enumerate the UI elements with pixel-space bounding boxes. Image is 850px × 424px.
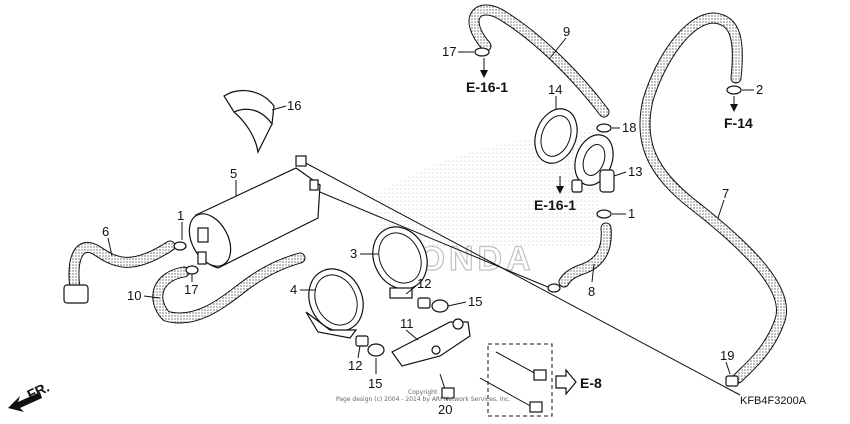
callout-leaders bbox=[107, 37, 754, 401]
clip-17-top bbox=[474, 47, 490, 57]
callout-12-left: 12 bbox=[348, 358, 362, 373]
clips-left bbox=[173, 241, 199, 275]
part-6-hose bbox=[63, 240, 176, 304]
callout-6: 6 bbox=[102, 224, 109, 239]
callout-8: 8 bbox=[588, 284, 595, 299]
callout-10: 10 bbox=[127, 288, 141, 303]
callout-1-right: 1 bbox=[628, 206, 635, 221]
callout-14: 14 bbox=[548, 82, 562, 97]
callout-17-top: 17 bbox=[442, 44, 456, 59]
arrow-e16-mid-head bbox=[556, 186, 564, 194]
callout-15-right: 15 bbox=[468, 294, 482, 309]
callout-7: 7 bbox=[722, 186, 729, 201]
part-11-bracket bbox=[391, 318, 471, 367]
callout-18: 18 bbox=[622, 120, 636, 135]
part-7-hose bbox=[639, 12, 787, 384]
callout-2: 2 bbox=[756, 82, 763, 97]
part-14-ring bbox=[534, 108, 578, 164]
callout-20: 20 bbox=[438, 402, 452, 417]
part-13-valve bbox=[571, 134, 615, 193]
callout-11: 11 bbox=[400, 316, 414, 331]
front-label: FR. bbox=[25, 379, 52, 403]
ref-f14: F-14 bbox=[724, 115, 753, 131]
callout-19: 19 bbox=[720, 348, 734, 363]
callout-12-right: 12 bbox=[417, 276, 431, 291]
e8-arrow bbox=[555, 368, 577, 396]
reference-labels: E-16-1 E-16-1 F-14 E-8 bbox=[466, 79, 753, 391]
leader-lines bbox=[299, 159, 741, 396]
callout-9: 9 bbox=[563, 24, 570, 39]
part-10-hose bbox=[152, 252, 306, 324]
collars bbox=[355, 297, 449, 357]
callout-4: 4 bbox=[290, 282, 297, 297]
callout-15-left: 15 bbox=[368, 376, 382, 391]
part-5-canister bbox=[188, 155, 322, 269]
part-3-band bbox=[372, 226, 428, 299]
part-4-band bbox=[305, 268, 364, 339]
ref-e16-top: E-16-1 bbox=[466, 79, 508, 95]
callout-13: 13 bbox=[628, 164, 642, 179]
part-8-hose bbox=[558, 222, 612, 288]
clip-1-right bbox=[596, 209, 612, 219]
callout-16: 16 bbox=[287, 98, 301, 113]
callout-3: 3 bbox=[350, 246, 357, 261]
arrow-f14-head bbox=[730, 104, 738, 112]
clip-8 bbox=[547, 283, 561, 293]
part-16-shield bbox=[223, 89, 275, 154]
bolts-group bbox=[479, 343, 553, 417]
diagram-code: KFB4F3200A bbox=[740, 395, 807, 407]
clip-18 bbox=[596, 123, 612, 133]
copyright-line-1: Copyright bbox=[408, 389, 438, 396]
clip-2 bbox=[726, 85, 742, 95]
copyright-line-2: Page design (c) 2004 - 2014 by ARI Netwo… bbox=[336, 396, 511, 403]
ref-e8: E-8 bbox=[580, 375, 602, 391]
callout-1-left: 1 bbox=[177, 208, 184, 223]
callout-labels: 16 5 1 6 10 17 3 4 12 15 12 15 11 20 9 1… bbox=[102, 24, 763, 417]
callout-17-left: 17 bbox=[184, 282, 198, 297]
front-arrow bbox=[8, 392, 42, 412]
part-20-bolt bbox=[439, 373, 455, 399]
ref-e16-mid: E-16-1 bbox=[534, 197, 576, 213]
part-9-hose bbox=[468, 4, 610, 118]
clip-19 bbox=[725, 375, 739, 387]
callout-5: 5 bbox=[230, 166, 237, 181]
arrow-e16-top-head bbox=[480, 70, 488, 78]
